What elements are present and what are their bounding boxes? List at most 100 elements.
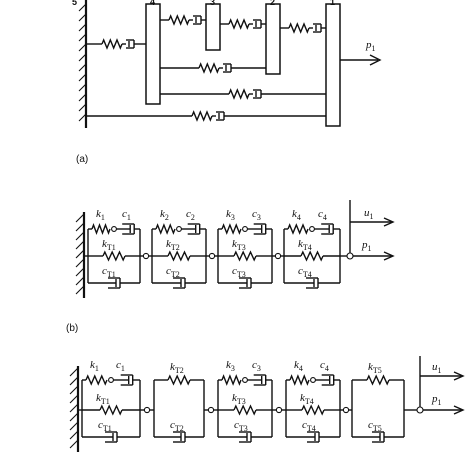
u1-label-b: u1	[364, 207, 374, 221]
output-node-c	[416, 406, 424, 414]
unit-b-4-top-spring	[287, 223, 309, 235]
mass-3	[205, 3, 221, 51]
unit-c-5-kt-label: kT5	[368, 361, 382, 375]
unit-b-1-c-label: c1	[122, 208, 131, 222]
unit-c-3-top-node	[242, 377, 248, 383]
panel-a: 5 4 3 2 1 p1 (a)	[72, 0, 382, 165]
unit-c-4-c-label: c4	[320, 359, 329, 373]
unit-c-3-kt-label: kT3	[232, 392, 246, 406]
unit-b-4-top-node	[309, 226, 315, 232]
unit-b-3-k-label: k3	[226, 208, 235, 222]
unit-c-1-top-node	[108, 377, 114, 383]
unit-b-3-junction	[274, 252, 282, 260]
unit-b-4-kt-label: kT4	[298, 238, 312, 252]
conn-5-4-spring	[101, 38, 123, 50]
unit-c-2-kt-label: kT2	[170, 361, 184, 375]
unit-c-1-kt-label: kT1	[96, 392, 110, 406]
unit-c-3-c-label: c3	[252, 359, 261, 373]
mass-label-5: 5	[72, 0, 77, 7]
unit-c-4-junction	[342, 406, 350, 414]
mass-2	[265, 3, 281, 75]
wall-c-hatch	[69, 367, 79, 449]
mass-label-3: 3	[210, 0, 215, 7]
unit-b-3-ct-label: cT3	[232, 265, 246, 279]
unit-b-3-kt-label: kT3	[232, 238, 246, 252]
unit-b-2-k-label: k2	[160, 208, 169, 222]
p1-label-c: p1	[431, 393, 442, 407]
panel-label-b: (b)	[66, 323, 78, 334]
unit-b-1-junction	[142, 252, 150, 260]
unit-b-3-mid-spring	[233, 250, 257, 262]
unit-b-1-top-node	[111, 226, 117, 232]
mass-1	[325, 3, 341, 127]
panel-a-connectors	[86, 14, 326, 122]
unit-b-2-top-node	[176, 226, 182, 232]
unit-b-1-ct-label: cT1	[102, 265, 116, 279]
unit-c-4-mid-spring	[301, 404, 325, 416]
mass-4	[145, 3, 161, 105]
unit-b-2-ct-label: cT2	[166, 265, 180, 279]
unit-c-3-top-spring	[221, 374, 242, 386]
conn-4-1-spring	[228, 88, 250, 100]
unit-b-4-c-label: c4	[318, 208, 327, 222]
unit-b-2-kt-label: kT2	[166, 238, 180, 252]
unit-c-3-junction	[275, 406, 283, 414]
unit-c-1-top-spring	[85, 374, 108, 386]
wall-a-hatch	[78, 3, 87, 122]
conn-3-2-spring	[228, 18, 250, 30]
unit-b-4-mid-spring	[300, 250, 324, 262]
p1-arrowhead-c	[453, 405, 465, 415]
unit-c-2-top-spring	[167, 374, 191, 386]
unit-c-3-mid-spring	[233, 404, 257, 416]
unit-b-2-c-label: c2	[186, 208, 195, 222]
p1-arrowhead-b	[383, 251, 395, 261]
unit-b-3-top-spring	[221, 223, 242, 235]
mass-label-4: 4	[150, 0, 155, 7]
wall-b-hatch	[75, 213, 85, 295]
unit-b-1-mid-spring	[102, 250, 126, 262]
unit-c-2-ct-label: cT2	[170, 419, 184, 433]
unit-c-5-top-spring	[366, 374, 390, 386]
unit-c-1-ct-label: cT1	[98, 419, 112, 433]
u1-arrowhead-b	[383, 217, 395, 227]
unit-c-3-k-label: k3	[226, 359, 235, 373]
conn-2-1-spring	[288, 22, 310, 34]
unit-b-1-top-spring	[91, 223, 111, 235]
unit-b-2-top-spring	[155, 223, 176, 235]
panel-label-a: (a)	[76, 154, 88, 165]
unit-c-3-ct-label: cT3	[234, 419, 248, 433]
force-label-a: p1	[365, 39, 376, 53]
unit-c-1-c-label: c1	[116, 359, 125, 373]
unit-c-2-junction	[207, 406, 215, 414]
unit-c-5-ct-label: cT5	[368, 419, 382, 433]
u1-label-c: u1	[432, 361, 442, 375]
unit-c-1-mid-spring	[99, 404, 123, 416]
p1-label-b: p1	[361, 239, 372, 253]
unit-b-3-c-label: c3	[252, 208, 261, 222]
unit-b-3-top-node	[242, 226, 248, 232]
unit-b-2-junction	[208, 252, 216, 260]
unit-b-1-k-label: k1	[96, 208, 105, 222]
unit-c-1-junction	[143, 406, 151, 414]
force-arrowhead-a	[369, 54, 382, 66]
unit-c-4-top-spring	[289, 374, 310, 386]
mass-label-2: 2	[270, 0, 275, 7]
unit-b-2-mid-spring	[167, 250, 191, 262]
unit-b-4-ct-label: cT4	[298, 265, 312, 279]
unit-b-1-kt-label: kT1	[102, 238, 116, 252]
output-node-b	[346, 252, 354, 260]
unit-c-4-ct-label: cT4	[302, 419, 316, 433]
unit-c-4-k-label: k4	[294, 359, 303, 373]
conn-4-2-spring	[198, 62, 220, 74]
u1-arrowhead-c	[453, 371, 465, 381]
unit-c-4-top-node	[310, 377, 316, 383]
conn-5-1-spring	[191, 110, 213, 122]
mass-label-1: 1	[330, 0, 335, 7]
conn-4-3-spring	[168, 14, 190, 26]
